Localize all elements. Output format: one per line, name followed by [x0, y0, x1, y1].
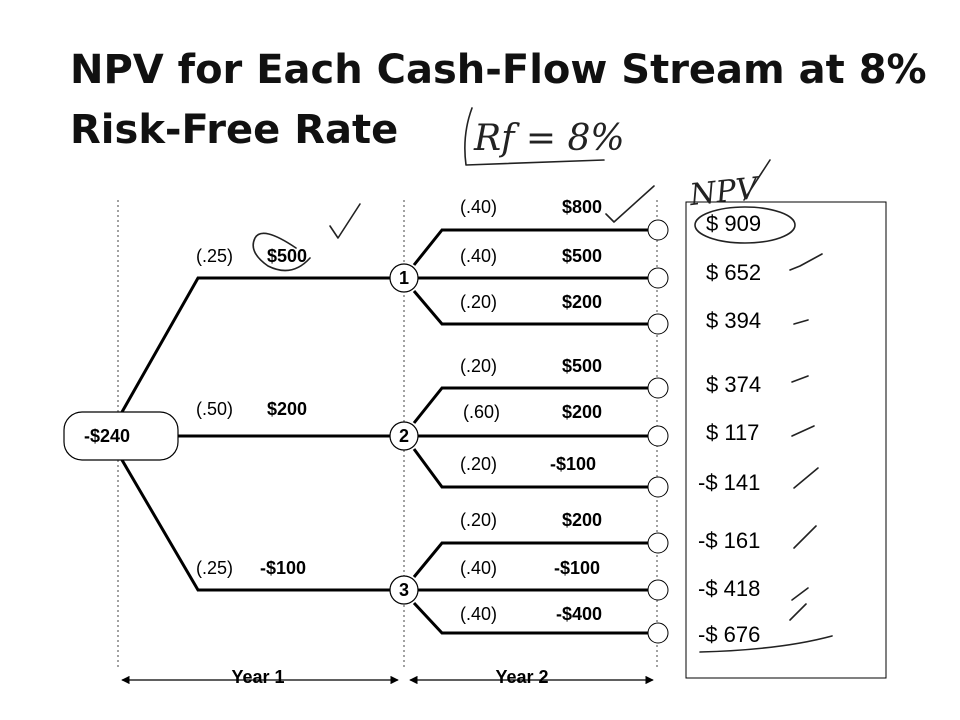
slide-title: NPV for Each Cash-Flow Stream at 8% Risk…: [70, 47, 927, 153]
chance-node-3-label: 3: [399, 580, 409, 600]
year2-label: Year 2: [495, 667, 548, 687]
npv-value: $ 394: [706, 308, 761, 333]
chance-node-3: 3: [389, 575, 419, 605]
year2-prob: (.20): [460, 292, 497, 312]
npv-value: -$ 676: [698, 622, 760, 647]
tree-branches: [120, 228, 648, 635]
branch-3-a: [412, 541, 648, 578]
year1-prob: (.25): [196, 558, 233, 578]
year2-labels: (.40) $800 (.40) $500 (.20) $200 (.20) $…: [460, 197, 602, 624]
chance-node-2-label: 2: [399, 426, 409, 446]
npv-value: -$ 141: [698, 470, 760, 495]
year2-prob: (.20): [460, 454, 497, 474]
year2-value: $200: [562, 292, 602, 312]
npv-value: $ 374: [706, 372, 761, 397]
year2-prob: (.60): [463, 402, 500, 422]
year1-value: $200: [267, 399, 307, 419]
npv-value: $ 117: [706, 420, 759, 445]
year2-value: $500: [562, 246, 602, 266]
tick-394: [793, 319, 809, 325]
year2-value: $200: [562, 402, 602, 422]
handwritten-annotations: Rf = 8% NPV: [252, 107, 833, 653]
check-mark-500: [329, 203, 361, 239]
circle-909: [694, 206, 796, 244]
npv-values: $ 909 $ 652 $ 394 $ 374 $ 117 -$ 141 -$ …: [698, 211, 761, 647]
year2-value: $800: [562, 197, 602, 217]
terminal-node: [647, 425, 669, 447]
tick-418: [791, 587, 809, 601]
tick-117: [791, 425, 815, 437]
npv-value: -$ 161: [698, 528, 760, 553]
branch-root-1: [120, 276, 390, 413]
check-mark-652: [789, 253, 823, 271]
rf-note-bracket: [464, 107, 605, 166]
terminal-nodes: [647, 219, 669, 644]
branch-1-c: [412, 290, 648, 326]
terminal-node: [647, 532, 669, 554]
year2-value: $200: [562, 510, 602, 530]
terminal-node: [647, 377, 669, 399]
terminal-node: [647, 267, 669, 289]
underline-676: [699, 635, 833, 653]
year2-value: -$100: [554, 558, 600, 578]
year-axis: Year 1 Year 2: [121, 667, 654, 687]
year2-prob: (.40): [460, 246, 497, 266]
year1-prob: (.25): [196, 246, 233, 266]
year2-prob: (.40): [460, 558, 497, 578]
terminal-node: [647, 219, 669, 241]
rf-note: Rf = 8%: [473, 118, 625, 159]
chance-node-1-label: 1: [399, 268, 409, 288]
year2-prob: (.20): [460, 510, 497, 530]
branch-2-c: [412, 448, 648, 489]
tick-676-a: [789, 603, 807, 621]
npv-box: [685, 201, 887, 679]
branch-root-3: [120, 459, 390, 592]
npv-value: $ 652: [706, 260, 761, 285]
terminal-node: [647, 313, 669, 335]
chance-node-1: 1: [389, 263, 419, 293]
npv-value: -$ 418: [698, 576, 760, 601]
branch-3-c: [412, 601, 648, 635]
terminal-node: [647, 622, 669, 644]
check-mark-800: [605, 185, 655, 223]
circle-500: [252, 232, 311, 272]
year1-value: -$100: [260, 558, 306, 578]
year2-value: $500: [562, 356, 602, 376]
tick-161: [793, 525, 817, 549]
tick-141: [793, 467, 819, 489]
year1-value: $500: [267, 246, 307, 266]
chance-node-2: 2: [389, 421, 419, 451]
year2-prob: (.40): [460, 197, 497, 217]
terminal-node: [647, 476, 669, 498]
year2-prob: (.40): [460, 604, 497, 624]
year2-prob: (.20): [460, 356, 497, 376]
year1-prob: (.50): [196, 399, 233, 419]
terminal-node: [647, 579, 669, 601]
branch-2-a: [412, 386, 648, 424]
year-dividers: [117, 200, 658, 668]
initial-outlay-label: -$240: [84, 426, 130, 446]
branch-1-a: [412, 228, 648, 266]
root-node: [63, 411, 179, 461]
tick-374: [791, 375, 809, 383]
npv-value: $ 909: [706, 211, 761, 236]
year1-label: Year 1: [231, 667, 284, 687]
year2-value: -$100: [550, 454, 596, 474]
npv-note-slash: [743, 159, 771, 201]
year2-value: -$400: [556, 604, 602, 624]
